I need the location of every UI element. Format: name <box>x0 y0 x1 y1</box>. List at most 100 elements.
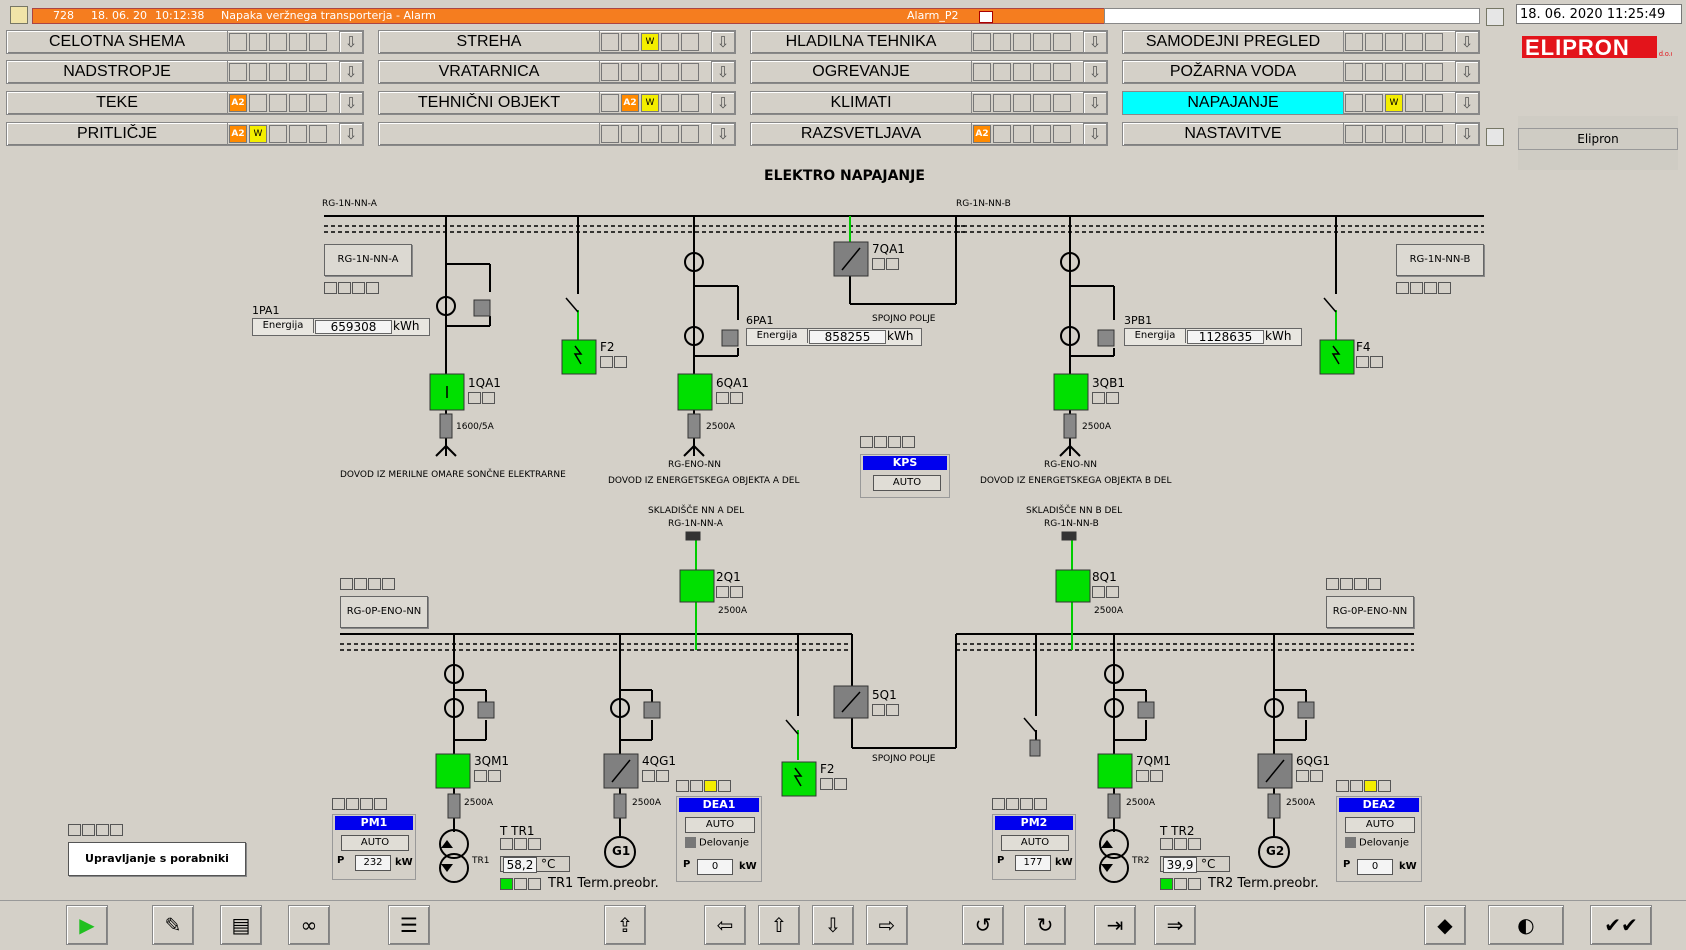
nav-col3-row-0[interactable]: HLADILNA TEHNIKA⇩ <box>750 30 1108 54</box>
expand-arrow-icon[interactable]: ⇩ <box>1455 61 1479 83</box>
expand-arrow-icon[interactable]: ⇩ <box>711 61 735 83</box>
status-flag <box>1013 94 1031 112</box>
nav-col4-row-3[interactable]: NASTAVITVE⇩ <box>1122 122 1480 146</box>
ttr1-reading: 58,2 °C <box>500 856 570 873</box>
nav-col4-row-0[interactable]: SAMODEJNI PREGLED⇩ <box>1122 30 1480 54</box>
dea2-mode[interactable]: AUTO <box>1345 817 1415 833</box>
alarm-strip[interactable]: 728 18. 06. 20 10:12:38 Napaka veržnega … <box>32 8 1106 24</box>
meter-1pa1[interactable]: Energija 659308 kWh <box>252 318 430 336</box>
alarm-list-icon[interactable] <box>10 6 28 24</box>
pm2-panel[interactable]: PM2 AUTO P 177 kW <box>992 814 1076 880</box>
nav-col3-row-2[interactable]: KLIMATI⇩ <box>750 91 1108 115</box>
pm1-value: 232 <box>355 855 391 871</box>
print-icon[interactable] <box>1486 128 1504 146</box>
nav-col3-row-1[interactable]: OGREVANJE⇩ <box>750 60 1108 84</box>
expand-arrow-icon[interactable]: ⇩ <box>711 123 735 145</box>
up-icon[interactable]: ⇧ <box>758 905 800 945</box>
dea1-mode[interactable]: AUTO <box>685 817 755 833</box>
p-label: P <box>337 855 345 866</box>
box-rg-0p-eno-nn-b[interactable]: RG-0P-ENO-NN <box>1326 596 1414 628</box>
pm1-power: P 232 kW <box>337 855 415 873</box>
back-icon[interactable]: ⇦ <box>704 905 746 945</box>
tr1-term-label: TR1 Term.preobr. <box>548 876 659 891</box>
box-rg-1n-nn-a[interactable]: RG-1N-NN-A <box>324 244 412 276</box>
expand-arrow-icon[interactable]: ⇩ <box>1455 92 1479 114</box>
meter-3pb1[interactable]: Energija 1128635 kWh <box>1124 328 1302 346</box>
box-rg-0p-eno-nn-a[interactable]: RG-0P-ENO-NN <box>340 596 428 628</box>
upravljanje-button[interactable]: Upravljanje s porabniki <box>68 842 246 876</box>
breaker-label-7qa1: 7QA1 <box>872 242 905 256</box>
expand-arrow-icon[interactable]: ⇩ <box>1083 31 1107 53</box>
status-flag <box>1385 33 1403 51</box>
skladisce-a-label: SKLADIŠČE NN A DEL <box>648 506 745 516</box>
p-label: P <box>1343 859 1351 870</box>
nav-label <box>379 123 600 145</box>
import-icon[interactable]: ⇥ <box>1094 905 1136 945</box>
forward-icon[interactable]: ⇨ <box>866 905 908 945</box>
station-name: Elipron <box>1518 128 1678 150</box>
status-flag <box>641 63 659 81</box>
status-flag <box>1365 63 1383 81</box>
expand-arrow-icon[interactable]: ⇩ <box>711 92 735 114</box>
page-title: ELEKTRO NAPAJANJE <box>764 168 925 184</box>
expand-arrow-icon[interactable]: ⇩ <box>1455 123 1479 145</box>
down-icon[interactable]: ⇩ <box>812 905 854 945</box>
expand-arrow-icon[interactable]: ⇩ <box>339 123 363 145</box>
status-flag <box>1385 125 1403 143</box>
export-icon[interactable]: ⇪ <box>604 905 646 945</box>
expand-arrow-icon[interactable]: ⇩ <box>1083 61 1107 83</box>
play-icon[interactable]: ▶ <box>66 905 108 945</box>
expand-arrow-icon[interactable]: ⇩ <box>1083 92 1107 114</box>
status-indicator <box>1345 837 1356 848</box>
notes-icon[interactable]: ▤ <box>220 905 262 945</box>
tag-icon[interactable]: ◆ <box>1424 905 1466 945</box>
pm2-mode[interactable]: AUTO <box>1001 835 1069 851</box>
expand-arrow-icon[interactable]: ⇩ <box>339 31 363 53</box>
binoculars-icon[interactable]: ∞ <box>288 905 330 945</box>
report-icon[interactable]: ☰ <box>388 905 430 945</box>
acknowledge-icon[interactable] <box>1486 8 1504 26</box>
nav-col1-row-0[interactable]: CELOTNA SHEMA⇩ <box>6 30 364 54</box>
dea2-panel[interactable]: DEA2 AUTO Delovanje P 0 kW <box>1336 796 1422 882</box>
dea2-power: P 0 kW <box>1343 859 1421 877</box>
expand-arrow-icon[interactable]: ⇩ <box>339 92 363 114</box>
status-flag <box>229 33 247 51</box>
nav-col2-row-1[interactable]: VRATARNICA ⇩ <box>378 60 736 84</box>
tools-icon[interactable]: ✎ <box>152 905 194 945</box>
skladisce-b-bus: RG-1N-NN-B <box>1044 519 1099 529</box>
pm1-panel[interactable]: PM1 AUTO P 232 kW <box>332 814 416 880</box>
rating-label: 2500A <box>718 606 748 616</box>
nav-col4-row-1[interactable]: POŽARNA VODA⇩ <box>1122 60 1480 84</box>
expand-arrow-icon[interactable]: ⇩ <box>339 61 363 83</box>
kps-mode[interactable]: AUTO <box>873 475 941 491</box>
sound-icon[interactable]: ◐ <box>1488 905 1564 945</box>
kps-panel[interactable]: KPS AUTO <box>860 454 950 498</box>
status-flag <box>309 63 327 81</box>
confirm-icon[interactable]: ✔✔ <box>1590 905 1652 945</box>
status-squares <box>676 780 732 792</box>
rating-label: 2500A <box>1082 422 1112 432</box>
meter-6pa1[interactable]: Energija 858255 kWh <box>746 328 922 346</box>
expand-arrow-icon[interactable]: ⇩ <box>711 31 735 53</box>
nav-col1-row-1[interactable]: NADSTROPJE⇩ <box>6 60 364 84</box>
box-rg-1n-nn-b[interactable]: RG-1N-NN-B <box>1396 244 1484 276</box>
meter-unit: kWh <box>393 319 420 333</box>
expand-arrow-icon[interactable]: ⇩ <box>1455 31 1479 53</box>
undo-icon[interactable]: ↺ <box>962 905 1004 945</box>
status-flag <box>1033 63 1051 81</box>
redo-icon[interactable]: ↻ <box>1024 905 1066 945</box>
dea1-panel[interactable]: DEA1 AUTO Delovanje P 0 kW <box>676 796 762 882</box>
next-icon[interactable]: ⇒ <box>1154 905 1196 945</box>
generator-g1: G1 <box>612 844 631 858</box>
pm1-mode[interactable]: AUTO <box>341 835 409 851</box>
status-flag <box>289 33 307 51</box>
nav-col2-row-3[interactable]: ⇩ <box>378 122 736 146</box>
nav-label: VRATARNICA <box>379 61 600 83</box>
expand-arrow-icon[interactable]: ⇩ <box>1083 123 1107 145</box>
